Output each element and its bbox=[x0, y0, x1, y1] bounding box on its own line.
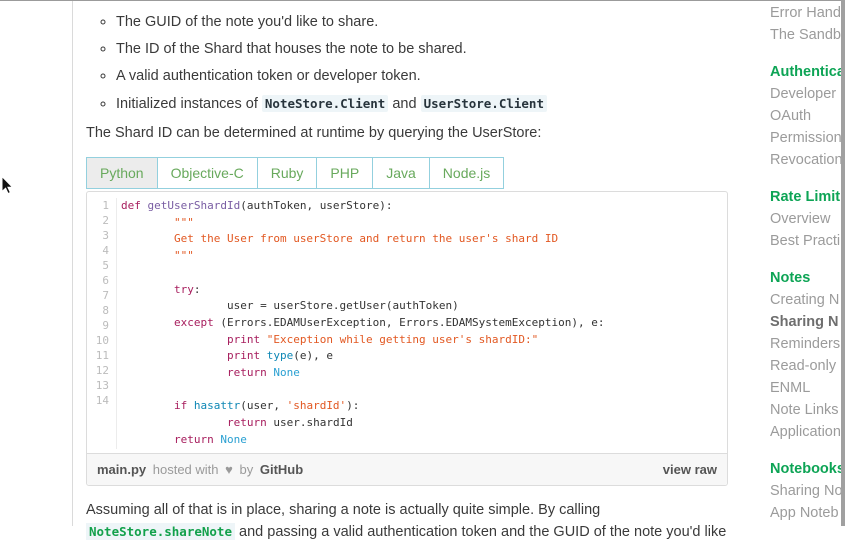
inline-code-notestore-client: NoteStore.Client bbox=[261, 95, 389, 112]
line-number: 10 bbox=[95, 334, 109, 347]
code-line: print type(e), e bbox=[226, 349, 333, 363]
code-line: except (Errors.EDAMUserException, Errors… bbox=[173, 315, 605, 329]
line-number: 13 bbox=[95, 379, 109, 392]
sidebar-section-header-notes[interactable]: Notes bbox=[770, 270, 811, 286]
sidebar-section-header-rate-limit[interactable]: Rate Limit bbox=[770, 189, 841, 205]
line-number: 3 bbox=[102, 229, 109, 242]
sidebar-item-revocation[interactable]: Revocation bbox=[770, 152, 843, 168]
code-line: print "Exception while getting user's sh… bbox=[226, 332, 539, 346]
sidebar-item-enml[interactable]: ENML bbox=[770, 380, 811, 396]
sidebar-item-reminders[interactable]: Reminders bbox=[770, 336, 841, 352]
list-item-text: Initialized instances of bbox=[116, 96, 262, 112]
code-line: return None bbox=[173, 432, 247, 446]
list-item-text: The GUID of the note you'd like to share… bbox=[116, 14, 379, 30]
sidebar-section-header-authentica[interactable]: Authentica bbox=[770, 64, 845, 80]
code-line: return None bbox=[226, 366, 300, 380]
sidebar-item-error-hand[interactable]: Error Hand bbox=[770, 5, 841, 21]
content-left-divider bbox=[72, 0, 73, 526]
mouse-cursor-icon bbox=[1, 176, 14, 195]
code-line: def getUserShardId(authToken, userStore)… bbox=[121, 199, 393, 212]
code-line bbox=[121, 382, 727, 399]
sidebar-item-sharing-no[interactable]: Sharing No bbox=[770, 483, 843, 499]
sidebar-item-oauth[interactable]: OAuth bbox=[770, 108, 812, 124]
assuming-paragraph: Assuming all of that is in place, sharin… bbox=[86, 499, 775, 543]
code-line: return user.shardId bbox=[226, 416, 353, 430]
code-line: user = userStore.getUser(authToken) bbox=[121, 299, 459, 313]
gist-footer: main.py hosted with ♥ by GitHub view raw bbox=[87, 452, 727, 485]
view-raw-link[interactable]: view raw bbox=[662, 461, 717, 477]
gist-hosted-text: hosted with bbox=[152, 461, 219, 477]
inline-code-userstore-client: UserStore.Client bbox=[420, 95, 547, 112]
sidebar-item-developer[interactable]: Developer bbox=[770, 86, 837, 102]
line-number: 4 bbox=[102, 244, 109, 257]
sidebar-section-header-notebooks[interactable]: Notebooks bbox=[770, 461, 845, 477]
gist-filename-link[interactable]: main.py bbox=[97, 461, 147, 477]
sidebar-item-read-only[interactable]: Read-only bbox=[770, 358, 837, 374]
list-item-text: and bbox=[388, 96, 421, 112]
code-line bbox=[121, 265, 727, 282]
sidebar-item-sharing-n[interactable]: Sharing N bbox=[770, 314, 839, 330]
line-number: 5 bbox=[102, 259, 109, 272]
list-item: A valid authentication token or develope… bbox=[116, 63, 775, 90]
gist-code: def getUserShardId(authToken, userStore)… bbox=[117, 198, 727, 449]
sidebar-item-application[interactable]: Application bbox=[770, 424, 841, 440]
sidebar-item-the-sandb[interactable]: The Sandb bbox=[770, 27, 841, 43]
sharenote-method-link[interactable]: NoteStore.shareNote bbox=[86, 522, 235, 540]
list-item-text: A valid authentication token or develope… bbox=[116, 68, 421, 84]
assuming-text-line1: Assuming all of that is in place, sharin… bbox=[86, 501, 601, 518]
requirements-list: The GUID of the note you'd like to share… bbox=[86, 9, 775, 118]
tab-php[interactable]: PHP bbox=[316, 157, 374, 189]
gist-by-text: by bbox=[239, 461, 254, 477]
gist-footer-meta: main.py hosted with ♥ by GitHub bbox=[97, 462, 306, 477]
line-number: 8 bbox=[102, 304, 109, 317]
tab-node-js[interactable]: Node.js bbox=[428, 157, 505, 189]
window-right-edge bbox=[841, 0, 845, 526]
code-line: """ bbox=[173, 249, 194, 263]
line-number: 2 bbox=[102, 214, 109, 227]
sidebar-item-overview[interactable]: Overview bbox=[770, 211, 831, 227]
list-item: Initialized instances of NoteStore.Clien… bbox=[116, 90, 775, 118]
code-line: if hasattr(user, 'shardId'): bbox=[173, 399, 360, 413]
sidebar-item-creating-n[interactable]: Creating N bbox=[770, 292, 840, 308]
list-item: The GUID of the note you'd like to share… bbox=[116, 9, 775, 36]
code-line: Get the User from userStore and return t… bbox=[173, 232, 559, 246]
line-number: 1 bbox=[102, 199, 109, 212]
list-item: The ID of the Shard that houses the note… bbox=[116, 36, 775, 63]
list-item-text: The ID of the Shard that houses the note… bbox=[116, 41, 467, 57]
sidebar-item-app-noteb[interactable]: App Noteb bbox=[770, 505, 839, 521]
shard-id-paragraph: The Shard ID can be determined at runtim… bbox=[86, 125, 542, 141]
sidebar-item-permission[interactable]: Permission bbox=[770, 130, 842, 146]
line-number: 9 bbox=[102, 319, 109, 332]
window-top-edge bbox=[0, 0, 845, 1]
line-number: 6 bbox=[102, 274, 109, 287]
line-number: 11 bbox=[95, 349, 109, 362]
tab-java[interactable]: Java bbox=[372, 157, 430, 189]
main-content: The GUID of the note you'd like to share… bbox=[73, 1, 775, 543]
sidebar-item-best-practi[interactable]: Best Practi bbox=[770, 233, 841, 249]
tab-python[interactable]: Python bbox=[86, 157, 158, 189]
line-number: 14 bbox=[95, 394, 109, 407]
sidebar-item-note-links[interactable]: Note Links bbox=[770, 402, 839, 418]
tab-ruby[interactable]: Ruby bbox=[256, 157, 318, 189]
heart-icon: ♥ bbox=[225, 461, 233, 477]
github-link[interactable]: GitHub bbox=[259, 461, 304, 477]
code-line: """ bbox=[173, 215, 194, 229]
line-number: 7 bbox=[102, 289, 109, 302]
line-number: 12 bbox=[95, 364, 109, 377]
tab-objective-c[interactable]: Objective-C bbox=[156, 157, 258, 189]
code-line: try: bbox=[173, 282, 201, 296]
